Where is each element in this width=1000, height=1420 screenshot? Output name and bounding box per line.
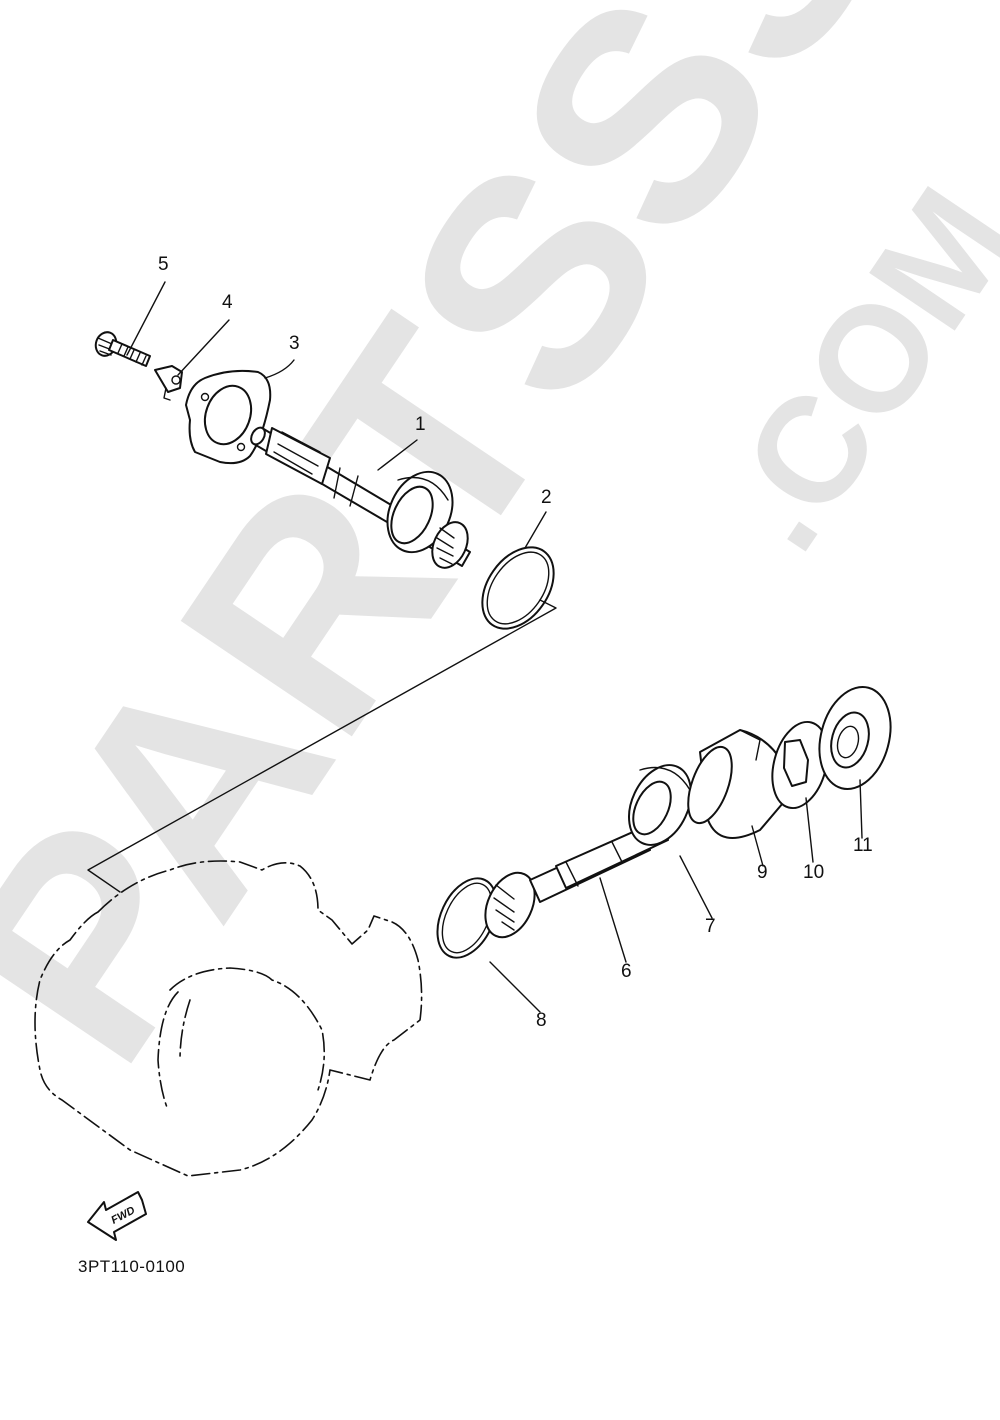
callout-10: 10 — [803, 862, 824, 883]
part-5-screw[interactable] — [92, 329, 151, 367]
callout-2: 2 — [541, 487, 552, 508]
leader-lines — [126, 281, 863, 1013]
part-3-flange-plate[interactable] — [185, 369, 272, 465]
fwd-arrow-icon: FWD — [87, 1191, 147, 1241]
part-11-bearing[interactable] — [809, 679, 902, 797]
part-7-bearing[interactable] — [617, 755, 703, 855]
callout-7: 7 — [705, 916, 716, 937]
callout-1: 1 — [415, 414, 426, 435]
crankcase-outline — [34, 860, 423, 1177]
callout-11: 11 — [853, 835, 873, 856]
callout-3: 3 — [289, 333, 300, 354]
part-1-shaft-assembly[interactable] — [248, 425, 474, 573]
diagram-code: 3PT110-0100 — [78, 1257, 186, 1276]
callout-numbers: 5 4 3 1 2 6 7 8 9 10 11 — [158, 254, 873, 1031]
watermark: PARTSSS .COM — [0, 0, 1000, 1116]
part-2-shim-ring[interactable] — [468, 534, 569, 642]
fwd-label: FWD — [109, 1204, 137, 1226]
part-9-sleeve[interactable] — [679, 729, 795, 839]
reference-line — [87, 599, 557, 893]
callout-4: 4 — [222, 292, 233, 313]
part-4-bracket[interactable] — [154, 365, 183, 401]
callout-9: 9 — [757, 862, 768, 883]
callout-8: 8 — [536, 1010, 547, 1031]
callout-6: 6 — [621, 961, 632, 982]
callout-5: 5 — [158, 254, 169, 275]
part-10-hex-washer[interactable] — [763, 716, 836, 814]
